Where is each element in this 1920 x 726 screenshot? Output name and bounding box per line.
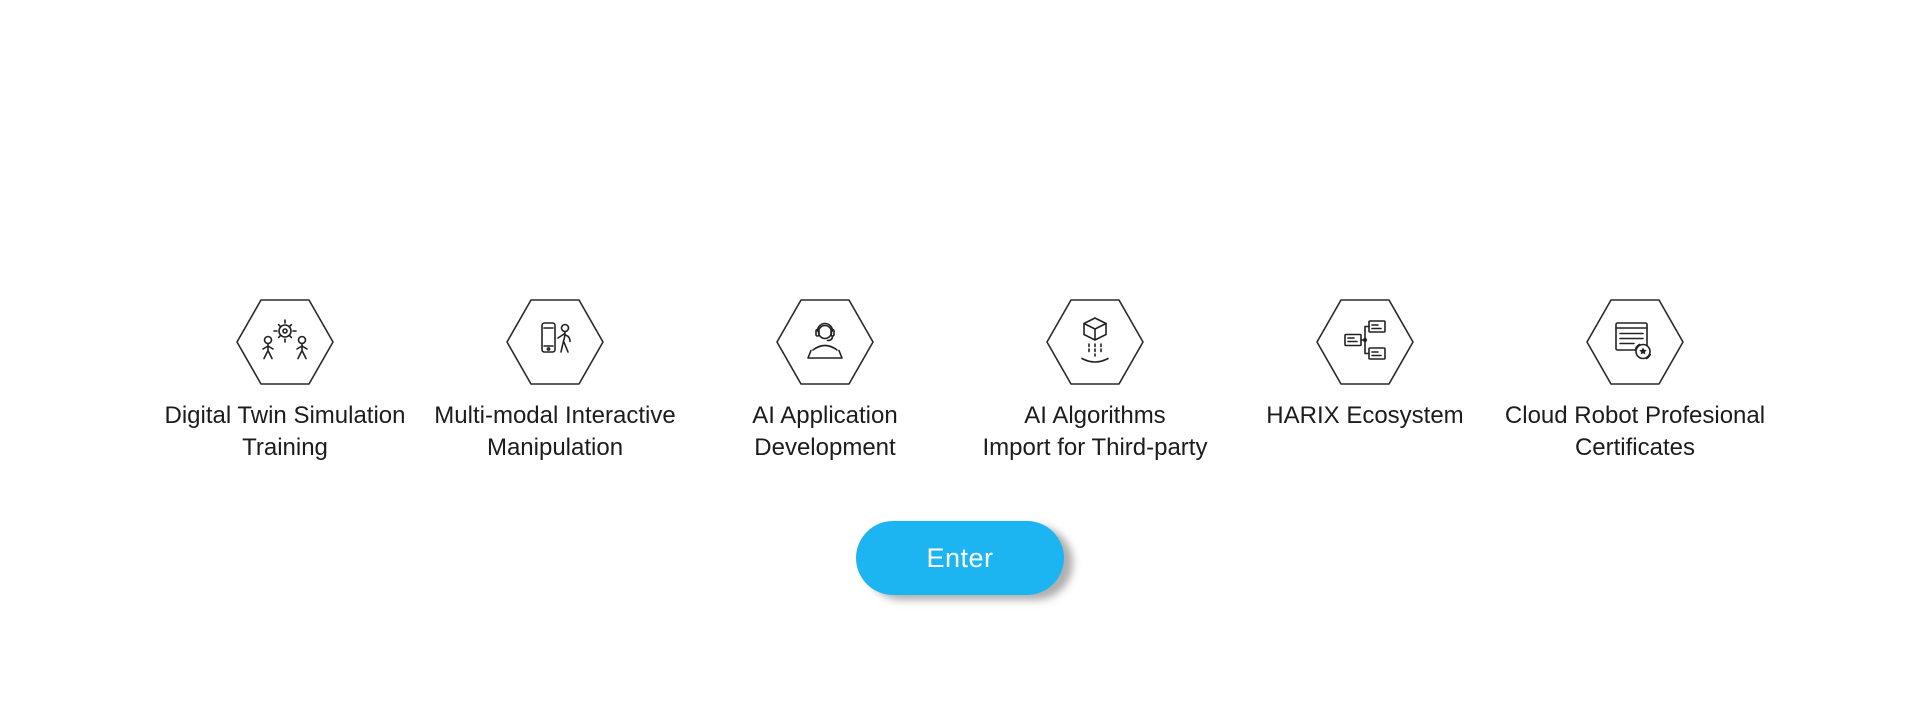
feature-item-multimodal: Multi-modal Interactive Manipulation — [429, 298, 681, 463]
feature-item-ai-algorithms: AI Algorithms Import for Third-party — [969, 298, 1221, 463]
multimodal-interactive-manipulation-icon — [506, 299, 604, 385]
feature-label: HARIX Ecosystem — [1266, 402, 1464, 429]
ai-application-development-icon — [776, 299, 874, 385]
feature-item-certificates: Cloud Robot Profesional Certificates — [1505, 298, 1765, 463]
enter-row: Enter — [0, 521, 1920, 596]
feature-label: AI Application Development — [752, 402, 898, 461]
enter-button[interactable]: Enter — [856, 521, 1064, 596]
hexagon-outline — [776, 299, 874, 385]
feature-label: Multi-modal Interactive Manipulation — [434, 402, 676, 461]
feature-label: Cloud Robot Profesional Certificates — [1504, 402, 1766, 461]
features-row: Digital Twin Simulation Training Multi-m… — [159, 298, 1765, 463]
harix-ecosystem-icon — [1316, 299, 1414, 385]
feature-item-digital-twin: Digital Twin Simulation Training — [159, 298, 411, 463]
feature-label: Digital Twin Simulation Training — [164, 402, 406, 461]
digital-twin-simulation-icon — [236, 299, 334, 385]
feature-label: AI Algorithms Import for Third-party — [982, 402, 1208, 461]
hexagon-outline — [1586, 299, 1684, 385]
ai-algorithms-import-icon — [1046, 299, 1144, 385]
feature-item-harix-ecosystem: HARIX Ecosystem — [1239, 298, 1491, 432]
feature-item-ai-app-dev: AI Application Development — [699, 298, 951, 463]
hexagon-outline — [1046, 299, 1144, 385]
cloud-robot-certificates-icon — [1586, 299, 1684, 385]
